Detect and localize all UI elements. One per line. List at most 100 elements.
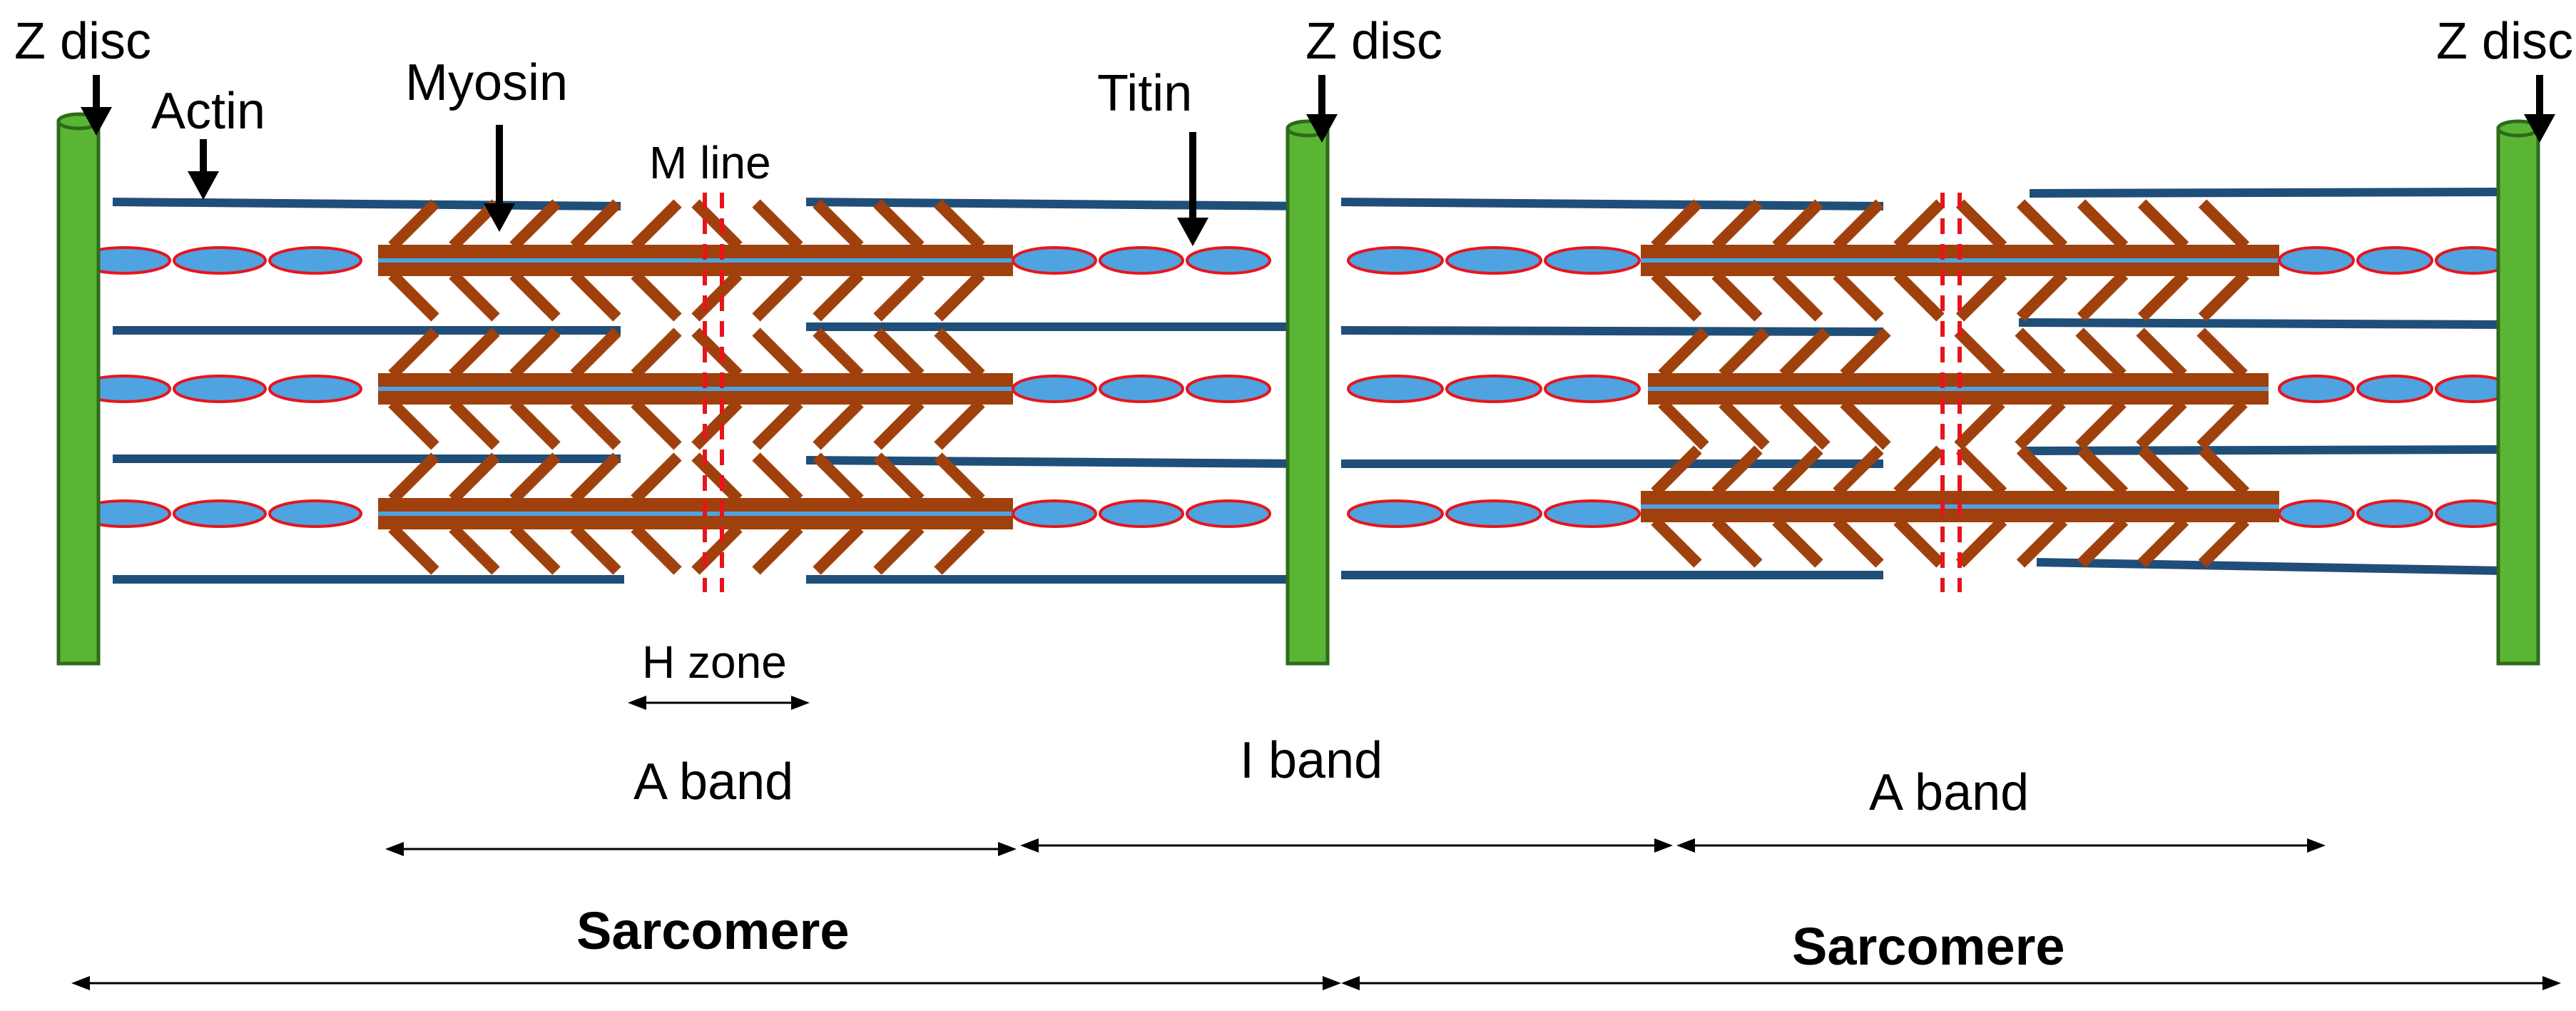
myosin-head — [631, 270, 682, 322]
a-band-left-arrow-head — [385, 842, 404, 856]
titin-label: Titin — [1097, 65, 1192, 122]
myosin-head — [2137, 445, 2189, 497]
myosin-head — [691, 452, 743, 504]
myosin-head — [934, 399, 985, 450]
titin-bead — [1544, 375, 1641, 403]
myosin-head — [2077, 199, 2129, 250]
myosin-head — [2077, 517, 2129, 568]
titin-bead — [1186, 499, 1271, 528]
myosin-head — [1772, 517, 1823, 568]
myosin-pointer-head — [484, 203, 515, 232]
myosin-head — [449, 327, 500, 379]
myosin-head — [2198, 445, 2250, 497]
myosin-head — [449, 452, 500, 504]
myosin-head — [1779, 399, 1831, 450]
myosin-head — [388, 199, 439, 250]
myosin-head — [631, 452, 682, 504]
myosin-head — [2136, 399, 2187, 450]
z-disc-left-label: Z disc — [14, 13, 151, 70]
myosin-head — [1711, 199, 1763, 250]
z-disc-left-pointer-head — [81, 107, 112, 136]
titin-bead — [1099, 375, 1184, 403]
myosin-head — [1840, 399, 1891, 450]
myosin-head — [873, 270, 925, 322]
myosin-head — [1893, 517, 1945, 568]
myosin-head — [934, 199, 985, 250]
myosin-head — [509, 524, 561, 575]
myosin-head — [2016, 199, 2068, 250]
myosin-head — [1651, 270, 1702, 322]
myosin-head — [691, 524, 743, 575]
titin-bead — [2278, 499, 2355, 528]
sarcomere-right-arrow-head — [1341, 976, 1360, 990]
myosin-filaments — [378, 199, 2279, 575]
myosin-head — [1840, 327, 1891, 379]
z-disc — [1286, 126, 1330, 666]
titin-bead — [1012, 499, 1097, 528]
myosin-head — [752, 270, 803, 322]
titin-bead — [1099, 246, 1184, 275]
myosin-head — [1833, 270, 1884, 322]
myosin-head — [2016, 517, 2068, 568]
myosin-head — [631, 199, 682, 250]
z-disc — [2496, 126, 2540, 666]
myosin-head — [873, 399, 925, 450]
myosin-head — [570, 270, 621, 322]
myosin-head — [2137, 199, 2189, 250]
myosin-head — [752, 327, 803, 379]
myosin-head — [509, 270, 561, 322]
titin-bead — [2356, 246, 2433, 275]
myosin-head — [388, 399, 439, 450]
m-lines — [703, 193, 1962, 592]
myosin-head — [873, 327, 925, 379]
titin-bead — [1347, 246, 1444, 275]
myosin-head — [1779, 327, 1831, 379]
myosin-head — [691, 399, 743, 450]
myosin-head — [631, 399, 682, 450]
myosin-head — [2196, 327, 2248, 379]
myosin-head — [813, 399, 864, 450]
myosin-head — [934, 452, 985, 504]
sarcomere-right-label: Sarcomere — [1792, 917, 2065, 976]
i-band-label: I band — [1240, 732, 1383, 789]
myosin-head — [691, 270, 743, 322]
titin-bead — [173, 375, 267, 403]
actin-filament — [2036, 558, 2505, 575]
sarcomere-left-arrow-head — [71, 976, 90, 990]
myosin-head — [691, 327, 743, 379]
actin-filament — [805, 198, 1310, 210]
myosin-head — [1651, 199, 1702, 250]
myosin-head — [1833, 445, 1884, 497]
titin-bead — [2356, 375, 2433, 403]
titin-pointer-head — [1177, 218, 1208, 246]
myosin-head — [813, 199, 864, 250]
myosin-head — [388, 524, 439, 575]
myosin-head — [1711, 445, 1763, 497]
myosin-head — [1772, 445, 1823, 497]
titin-bead — [173, 499, 267, 528]
myosin-head — [631, 327, 682, 379]
z-disc-mid-pointer-head — [1306, 114, 1338, 143]
myosin-head — [509, 452, 561, 504]
myosin-head — [752, 399, 803, 450]
myosin-head — [1711, 270, 1763, 322]
i-band-arrow-head — [1654, 838, 1673, 853]
titin-bead — [1445, 375, 1542, 403]
myosin-head — [570, 399, 621, 450]
titin-bead — [1445, 499, 1542, 528]
titin-bead — [1347, 375, 1444, 403]
myosin-label: Myosin — [405, 54, 568, 111]
myosin-head — [2015, 399, 2066, 450]
myosin-head — [1893, 199, 1945, 250]
titin-bead — [2356, 499, 2433, 528]
myosin-head — [2137, 517, 2189, 568]
myosin-head — [813, 524, 864, 575]
myosin-head — [1954, 399, 2005, 450]
myosin-head — [813, 452, 864, 504]
a-band-right-label: A band — [1869, 764, 2029, 821]
titin-bead — [173, 246, 267, 275]
myosin-head — [449, 524, 500, 575]
titin-bead — [1012, 246, 1097, 275]
a-band-left-label: A band — [633, 753, 793, 811]
